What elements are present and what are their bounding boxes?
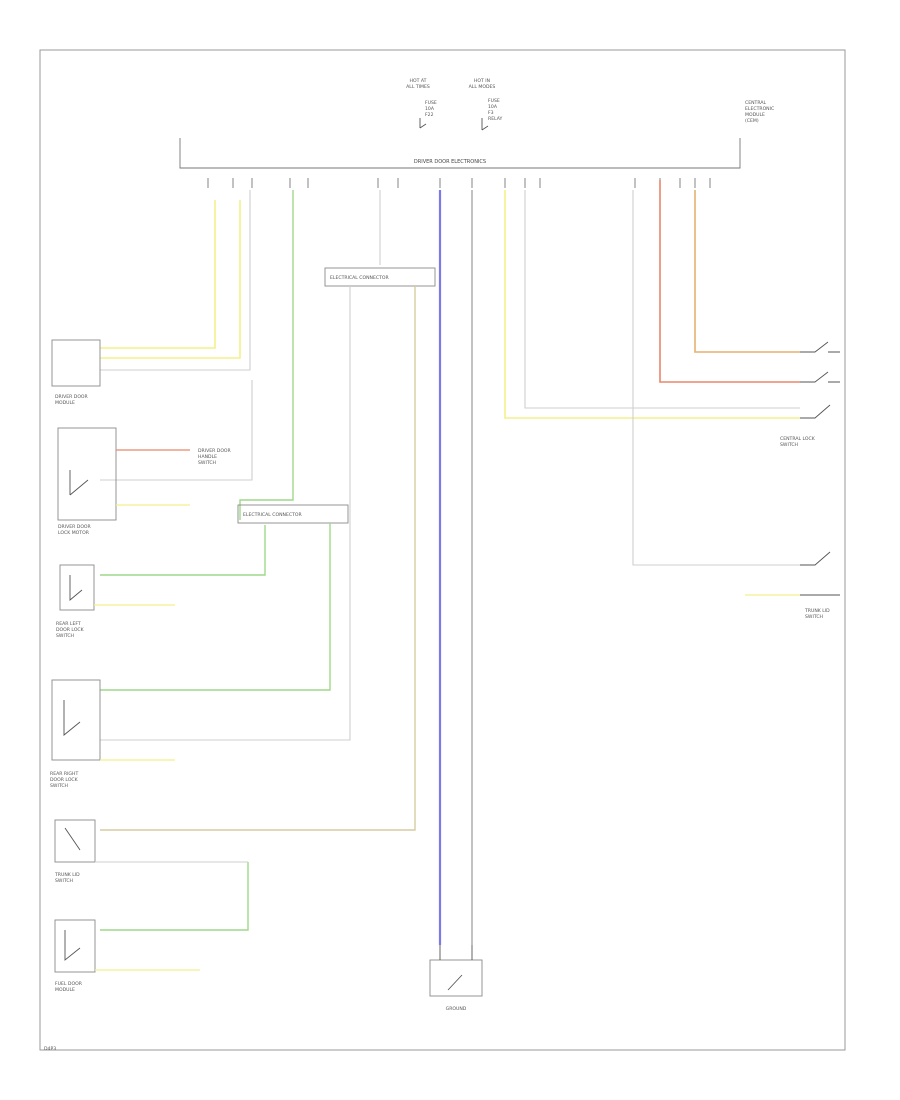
module-right-2: ELECTRONIC [745, 106, 774, 112]
fuel-door-label-2: MODULE [55, 987, 75, 993]
mid-splice-label: ELECTRICAL CONNECTOR [243, 512, 303, 518]
rear-left-switch-symbol [69, 575, 83, 601]
fuse-right-1: FUSE [488, 98, 500, 104]
driver-door-module-label-1: DRIVER DOOR [55, 394, 89, 400]
fuse-right-4: RELAY [488, 116, 503, 122]
ground-label: GROUND [446, 1006, 467, 1012]
trunk-switch-right-symbol [800, 551, 840, 596]
fuse-right-3: F3 [488, 110, 494, 116]
supply-left-line1: HOT AT [410, 78, 427, 84]
supply-right-line2: ALL MODES [469, 84, 496, 90]
trunk-sw-right-label-2: SWITCH [805, 614, 823, 620]
door-lock-motor-switch [69, 470, 89, 496]
corner-note: D4P3 [44, 1046, 56, 1052]
rear-right-sw-label-3: SWITCH [50, 783, 68, 789]
door-handle-sw-label-3: SWITCH [198, 460, 216, 466]
right-switch-2 [800, 371, 840, 383]
wire-gray-6 [632, 190, 800, 566]
wire-green-3 [100, 523, 331, 691]
door-lock-motor-box [57, 427, 117, 521]
fuse-right-symbol [481, 118, 489, 131]
wire-gray-5 [524, 190, 800, 409]
rear-right-switch-box [51, 679, 101, 761]
bus-pins [207, 178, 711, 188]
wire-tan-1 [100, 286, 416, 831]
door-lock-motor-label-2: LOCK MOTOR [58, 530, 90, 536]
fuse-left-2: 10A [425, 106, 435, 112]
driver-door-module-box [51, 339, 101, 387]
fuel-door-label-1: FUEL DOOR [55, 981, 83, 987]
wire-gray-4 [100, 286, 351, 741]
mid-splice [237, 504, 349, 524]
bus-module-outline [179, 138, 741, 169]
module-right-3: MODULE [745, 112, 765, 118]
wire-red [659, 180, 800, 383]
trunk-switch-left-symbol [64, 827, 81, 851]
wire-green-4 [100, 862, 249, 931]
fuel-door-module-box [54, 919, 96, 973]
module-right-1: CENTRAL [745, 100, 767, 106]
wire-yellow-2 [100, 200, 241, 359]
fuse-left-symbol [419, 118, 427, 129]
fuse-right-2: 10A [488, 104, 498, 110]
trunk-switch-left-box [54, 819, 96, 863]
central-lock-sw-label-2: SWITCH [780, 442, 798, 448]
central-lock-switch-symbol [800, 404, 831, 419]
door-lock-motor-label-1: DRIVER DOOR [58, 524, 92, 530]
trunk-sw-right-label-1: TRUNK LID [804, 608, 830, 614]
supply-left-line2: ALL TIMES [406, 84, 430, 90]
rear-right-sw-label-2: DOOR LOCK [50, 777, 79, 783]
door-handle-sw-label-2: HANDLE [198, 454, 217, 460]
diagram-frame [39, 49, 846, 1051]
wire-yellow-1 [100, 200, 216, 349]
ground-symbol [439, 945, 473, 991]
rear-left-switch-box [59, 564, 95, 611]
wire-green-1 [239, 190, 294, 520]
module-right-4: (CEM) [745, 118, 759, 124]
rear-right-switch-symbol [63, 700, 81, 736]
ground-box [429, 959, 483, 997]
rear-left-sw-label-1: REAR LEFT [56, 621, 81, 627]
upper-splice-label: ELECTRICAL CONNECTOR [330, 275, 390, 281]
wire-yellow-3 [504, 190, 800, 419]
upper-splice [324, 267, 436, 287]
supply-right-line1: HOT IN [474, 78, 490, 84]
central-lock-sw-label-1: CENTRAL LOCK [780, 436, 816, 442]
rear-left-sw-label-3: SWITCH [56, 633, 74, 639]
wire-green-2 [100, 525, 266, 576]
fuse-left-1: FUSE [425, 100, 437, 106]
fuel-door-module-switch [64, 930, 81, 961]
right-switch-1 [800, 341, 840, 353]
wire-gray-1 [100, 190, 251, 371]
wire-orange [694, 190, 800, 353]
rear-left-sw-label-2: DOOR LOCK [56, 627, 85, 633]
driver-door-module-label-2: MODULE [55, 400, 75, 406]
rear-right-sw-label-1: REAR RIGHT [50, 771, 78, 777]
wire-gray-2 [100, 380, 253, 481]
bus-label: DRIVER DOOR ELECTRONICS [414, 159, 486, 165]
trunk-sw-left-label-2: SWITCH [55, 878, 73, 884]
trunk-sw-left-label-1: TRUNK LID [54, 872, 80, 878]
door-handle-sw-label-1: DRIVER DOOR [198, 448, 232, 454]
fuse-left-3: F22 [425, 112, 434, 118]
